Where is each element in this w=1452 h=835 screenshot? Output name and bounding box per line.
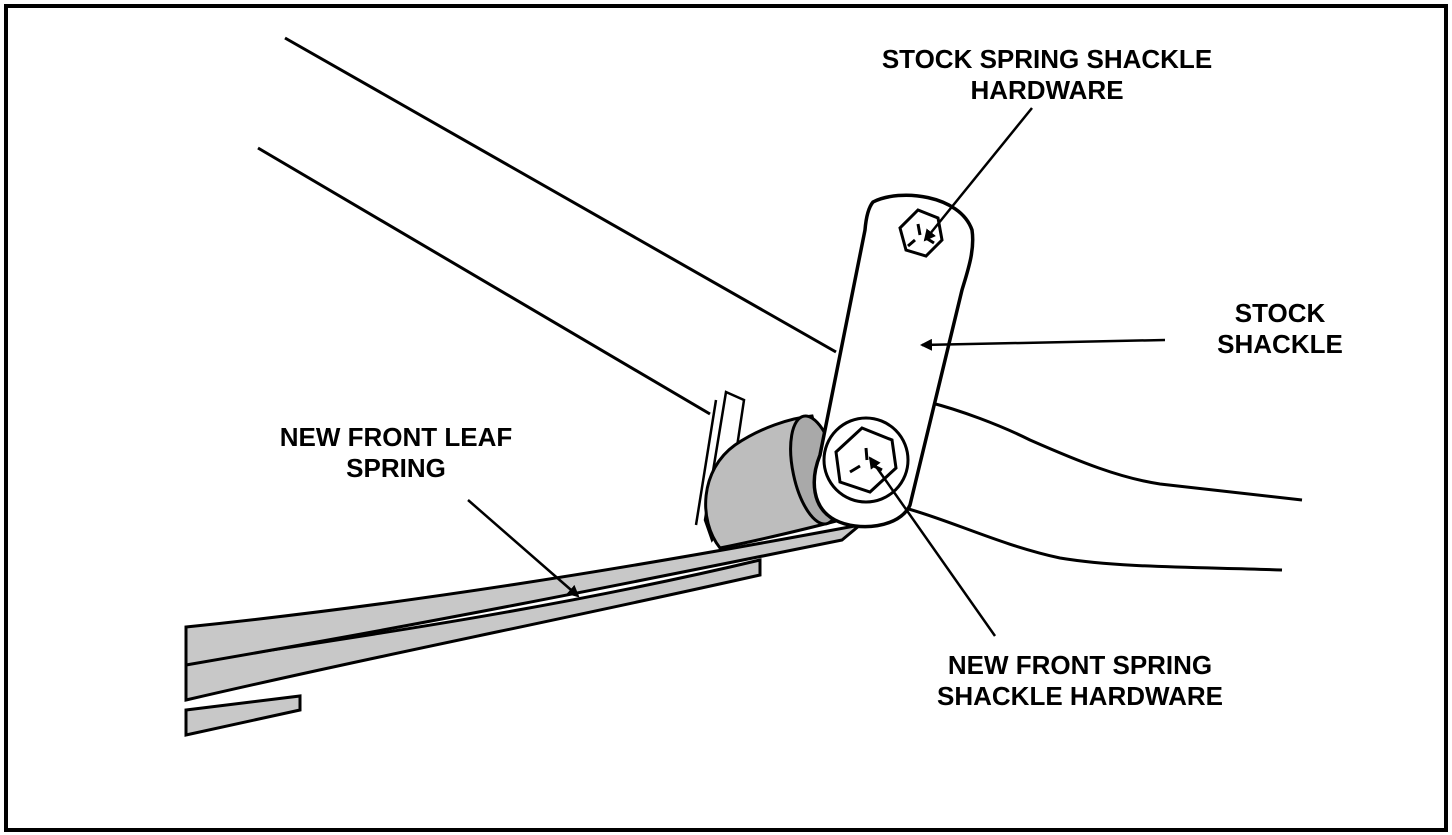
label-new-hardware-line-2: SHACKLE HARDWARE — [937, 681, 1223, 711]
frame-rail — [257, 36, 1303, 572]
new-hardware-bolt — [822, 416, 910, 504]
label-new-front-spring-shackle-hardware: NEW FRONT SPRING SHACKLE HARDWARE — [880, 650, 1280, 712]
label-stock-hardware-line-2: HARDWARE — [970, 75, 1124, 105]
leaf-spring-third-leaf — [184, 558, 762, 702]
label-stock-shackle-line-1: STOCK — [1234, 298, 1326, 328]
frame-rail-upper-line — [284, 36, 837, 354]
frame-rail-right-lower — [904, 506, 1283, 572]
arrow-stock-hardware — [923, 107, 1033, 242]
leaf-spring-bottom-leaf-tip — [184, 694, 302, 737]
label-new-leaf-spring-line-1: NEW FRONT LEAF — [279, 422, 513, 452]
leaf-spring — [184, 522, 866, 737]
label-new-leaf-spring-line-2: SPRING — [346, 453, 446, 483]
arrow-new-hardware — [868, 456, 997, 637]
label-new-hardware-line-1: NEW FRONT SPRING — [947, 650, 1213, 680]
label-stock-spring-shackle-hardware: STOCK SPRING SHACKLE HARDWARE — [842, 44, 1252, 106]
frame-rail-right-upper — [927, 400, 1303, 502]
label-stock-shackle-line-2: SHACKLE — [1217, 329, 1343, 359]
label-stock-shackle: STOCK SHACKLE — [1180, 298, 1380, 360]
label-new-front-leaf-spring: NEW FRONT LEAF SPRING — [236, 422, 556, 484]
label-stock-hardware-line-1: STOCK SPRING SHACKLE — [881, 44, 1213, 74]
leaf-spring-main-leaf — [184, 522, 866, 667]
arrow-stock-shackle — [920, 338, 1166, 351]
arrow-new-leaf-spring — [467, 499, 580, 598]
frame-rail-lower-line — [257, 146, 711, 416]
